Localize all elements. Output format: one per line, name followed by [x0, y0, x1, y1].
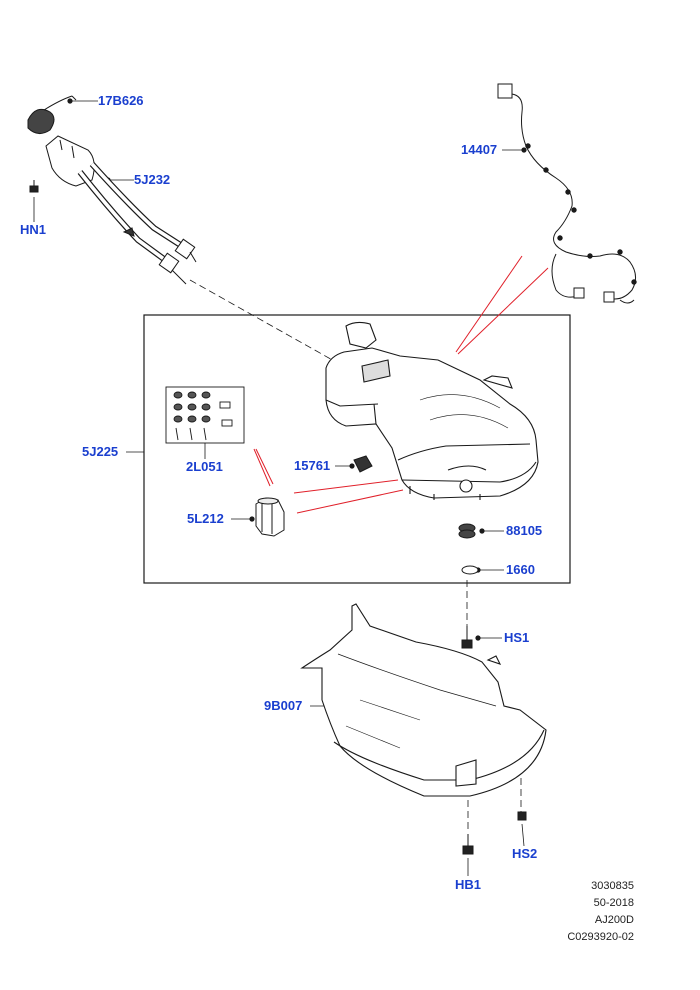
seal-kit-part — [165, 386, 245, 444]
callout-1660[interactable]: 1660 — [506, 562, 535, 577]
callout-5L212[interactable]: 5L212 — [187, 511, 224, 526]
callout-9B007[interactable]: 9B007 — [264, 698, 303, 713]
callout-HS2[interactable]: HS2 — [512, 846, 538, 861]
reference-block: 3030835 50-2018 AJ200D C0293920-02 — [540, 878, 634, 946]
reference-line-3: AJ200D — [594, 914, 634, 926]
seal-ring-part — [458, 523, 476, 539]
filler-cap-part — [27, 95, 77, 134]
wiring-harness-part — [497, 83, 637, 304]
reference-line-2: 50-2018 — [593, 897, 634, 909]
group-frame — [143, 314, 571, 584]
callout-15761[interactable]: 15761 — [294, 458, 331, 473]
callout-HN1[interactable]: HN1 — [20, 222, 47, 237]
bolt-hs2 — [517, 811, 527, 821]
filler-neck-part — [45, 135, 197, 285]
bolt-hs1 — [461, 626, 473, 649]
pump-module-part — [255, 497, 285, 537]
reference-line-1: 3030835 — [591, 880, 634, 892]
fuel-tank-part — [325, 321, 539, 500]
callout-14407[interactable]: 14407 — [461, 142, 498, 157]
callout-2L051[interactable]: 2L051 — [186, 459, 223, 474]
callout-5J232[interactable]: 5J232 — [134, 172, 171, 187]
valve-part — [353, 455, 373, 473]
callout-HS1[interactable]: HS1 — [504, 630, 530, 645]
callout-88105[interactable]: 88105 — [506, 523, 543, 538]
highlight-lines — [253, 255, 549, 514]
callout-17B626[interactable]: 17B626 — [98, 93, 144, 108]
bolt-hb1 — [462, 834, 474, 855]
locking-ring-part — [461, 565, 479, 575]
callout-HB1[interactable]: HB1 — [455, 877, 482, 892]
reference-line-4: C0293920-02 — [567, 931, 634, 943]
callout-5J225[interactable]: 5J225 — [82, 444, 119, 459]
heat-shield-part — [300, 603, 547, 797]
hn1-fastener — [29, 180, 39, 193]
